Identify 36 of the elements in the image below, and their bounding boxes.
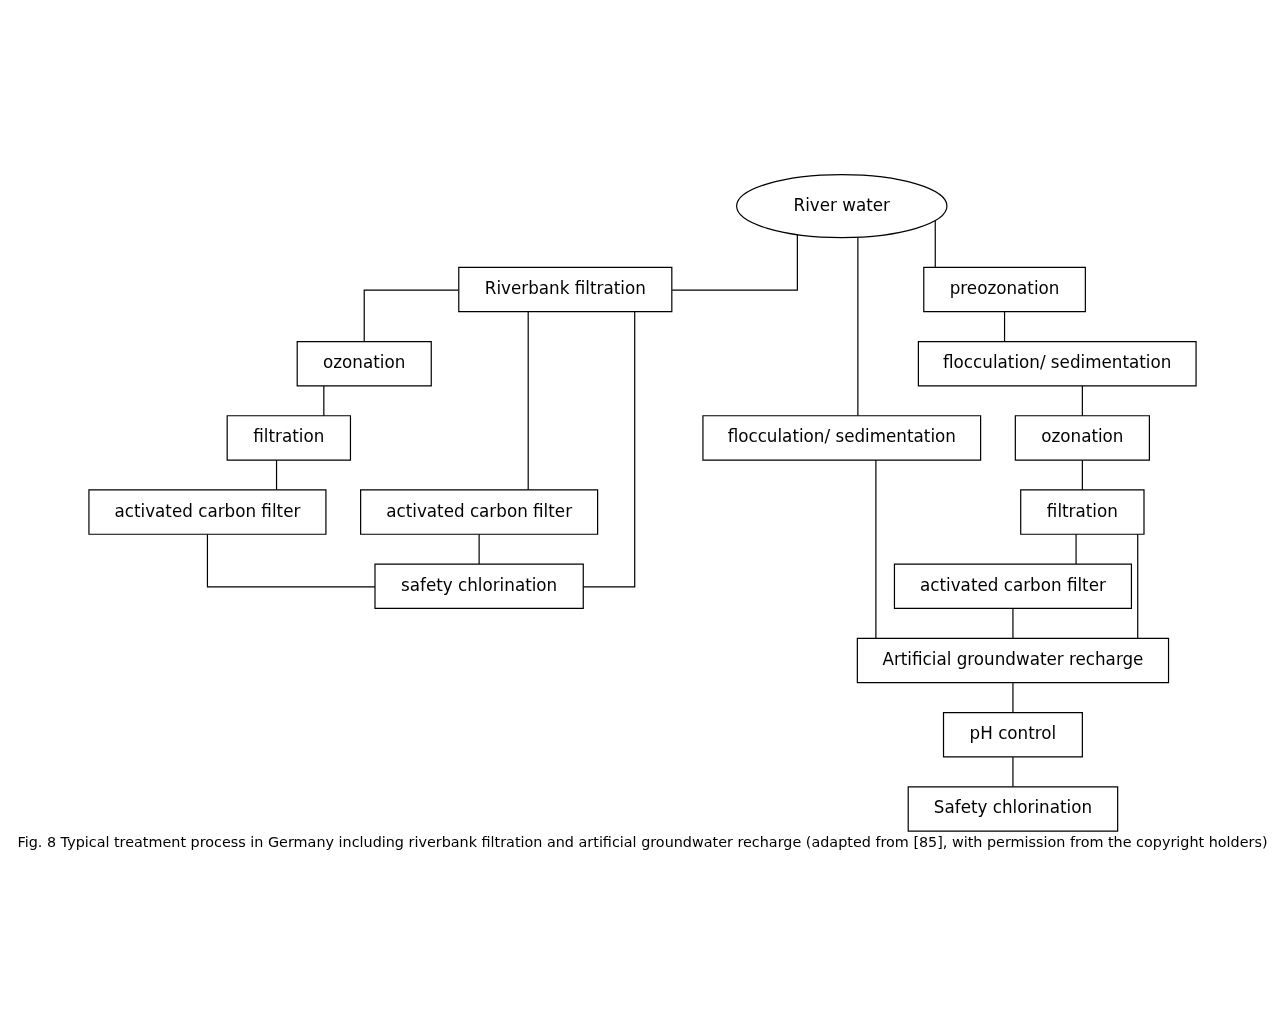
connector: [323, 385, 325, 417]
node-box: Artificial groundwater recharge: [856, 637, 1170, 684]
node-box: safety chlorination: [374, 563, 584, 610]
node-box: activated carbon filter: [360, 489, 599, 535]
node-box: activated carbon filter: [88, 489, 327, 535]
node-box: Riverbank filtration: [458, 266, 673, 313]
connector: [1012, 756, 1014, 788]
node-box: ozonation: [1014, 415, 1150, 461]
node-ellipse: River water: [736, 174, 948, 239]
node-box: filtration: [226, 415, 352, 461]
connector: [875, 459, 877, 639]
connector: [275, 459, 278, 491]
connector: [1012, 608, 1014, 639]
connector: [582, 311, 636, 588]
node-box: ozonation: [296, 340, 432, 387]
node-box: activated carbon filter: [893, 563, 1133, 610]
connector: [1081, 459, 1083, 491]
node-box: filtration: [1020, 489, 1145, 535]
node-box: pH control: [942, 712, 1083, 758]
node-box: flocculation/ sedimentation: [702, 415, 982, 461]
connector: [1003, 311, 1006, 343]
connector: [1075, 533, 1077, 565]
connector: [527, 311, 529, 491]
node-box: flocculation/ sedimentation: [917, 340, 1197, 387]
connector: [671, 233, 798, 291]
connector: [478, 533, 480, 565]
connector: [363, 289, 459, 342]
connector: [1081, 385, 1083, 417]
node-box: Safety chlorination: [907, 786, 1119, 832]
connector: [857, 236, 859, 417]
caption: Fig. 8 Typical treatment process in Germany including riverbank filtration and artificial groundwater recharge (adapted from [85], with permission from the copyright holders): [17, 834, 1268, 851]
connector: [1012, 682, 1014, 714]
node-box: preozonation: [923, 266, 1086, 313]
connector: [934, 220, 936, 268]
connector: [206, 533, 376, 588]
connector: [1137, 533, 1139, 639]
